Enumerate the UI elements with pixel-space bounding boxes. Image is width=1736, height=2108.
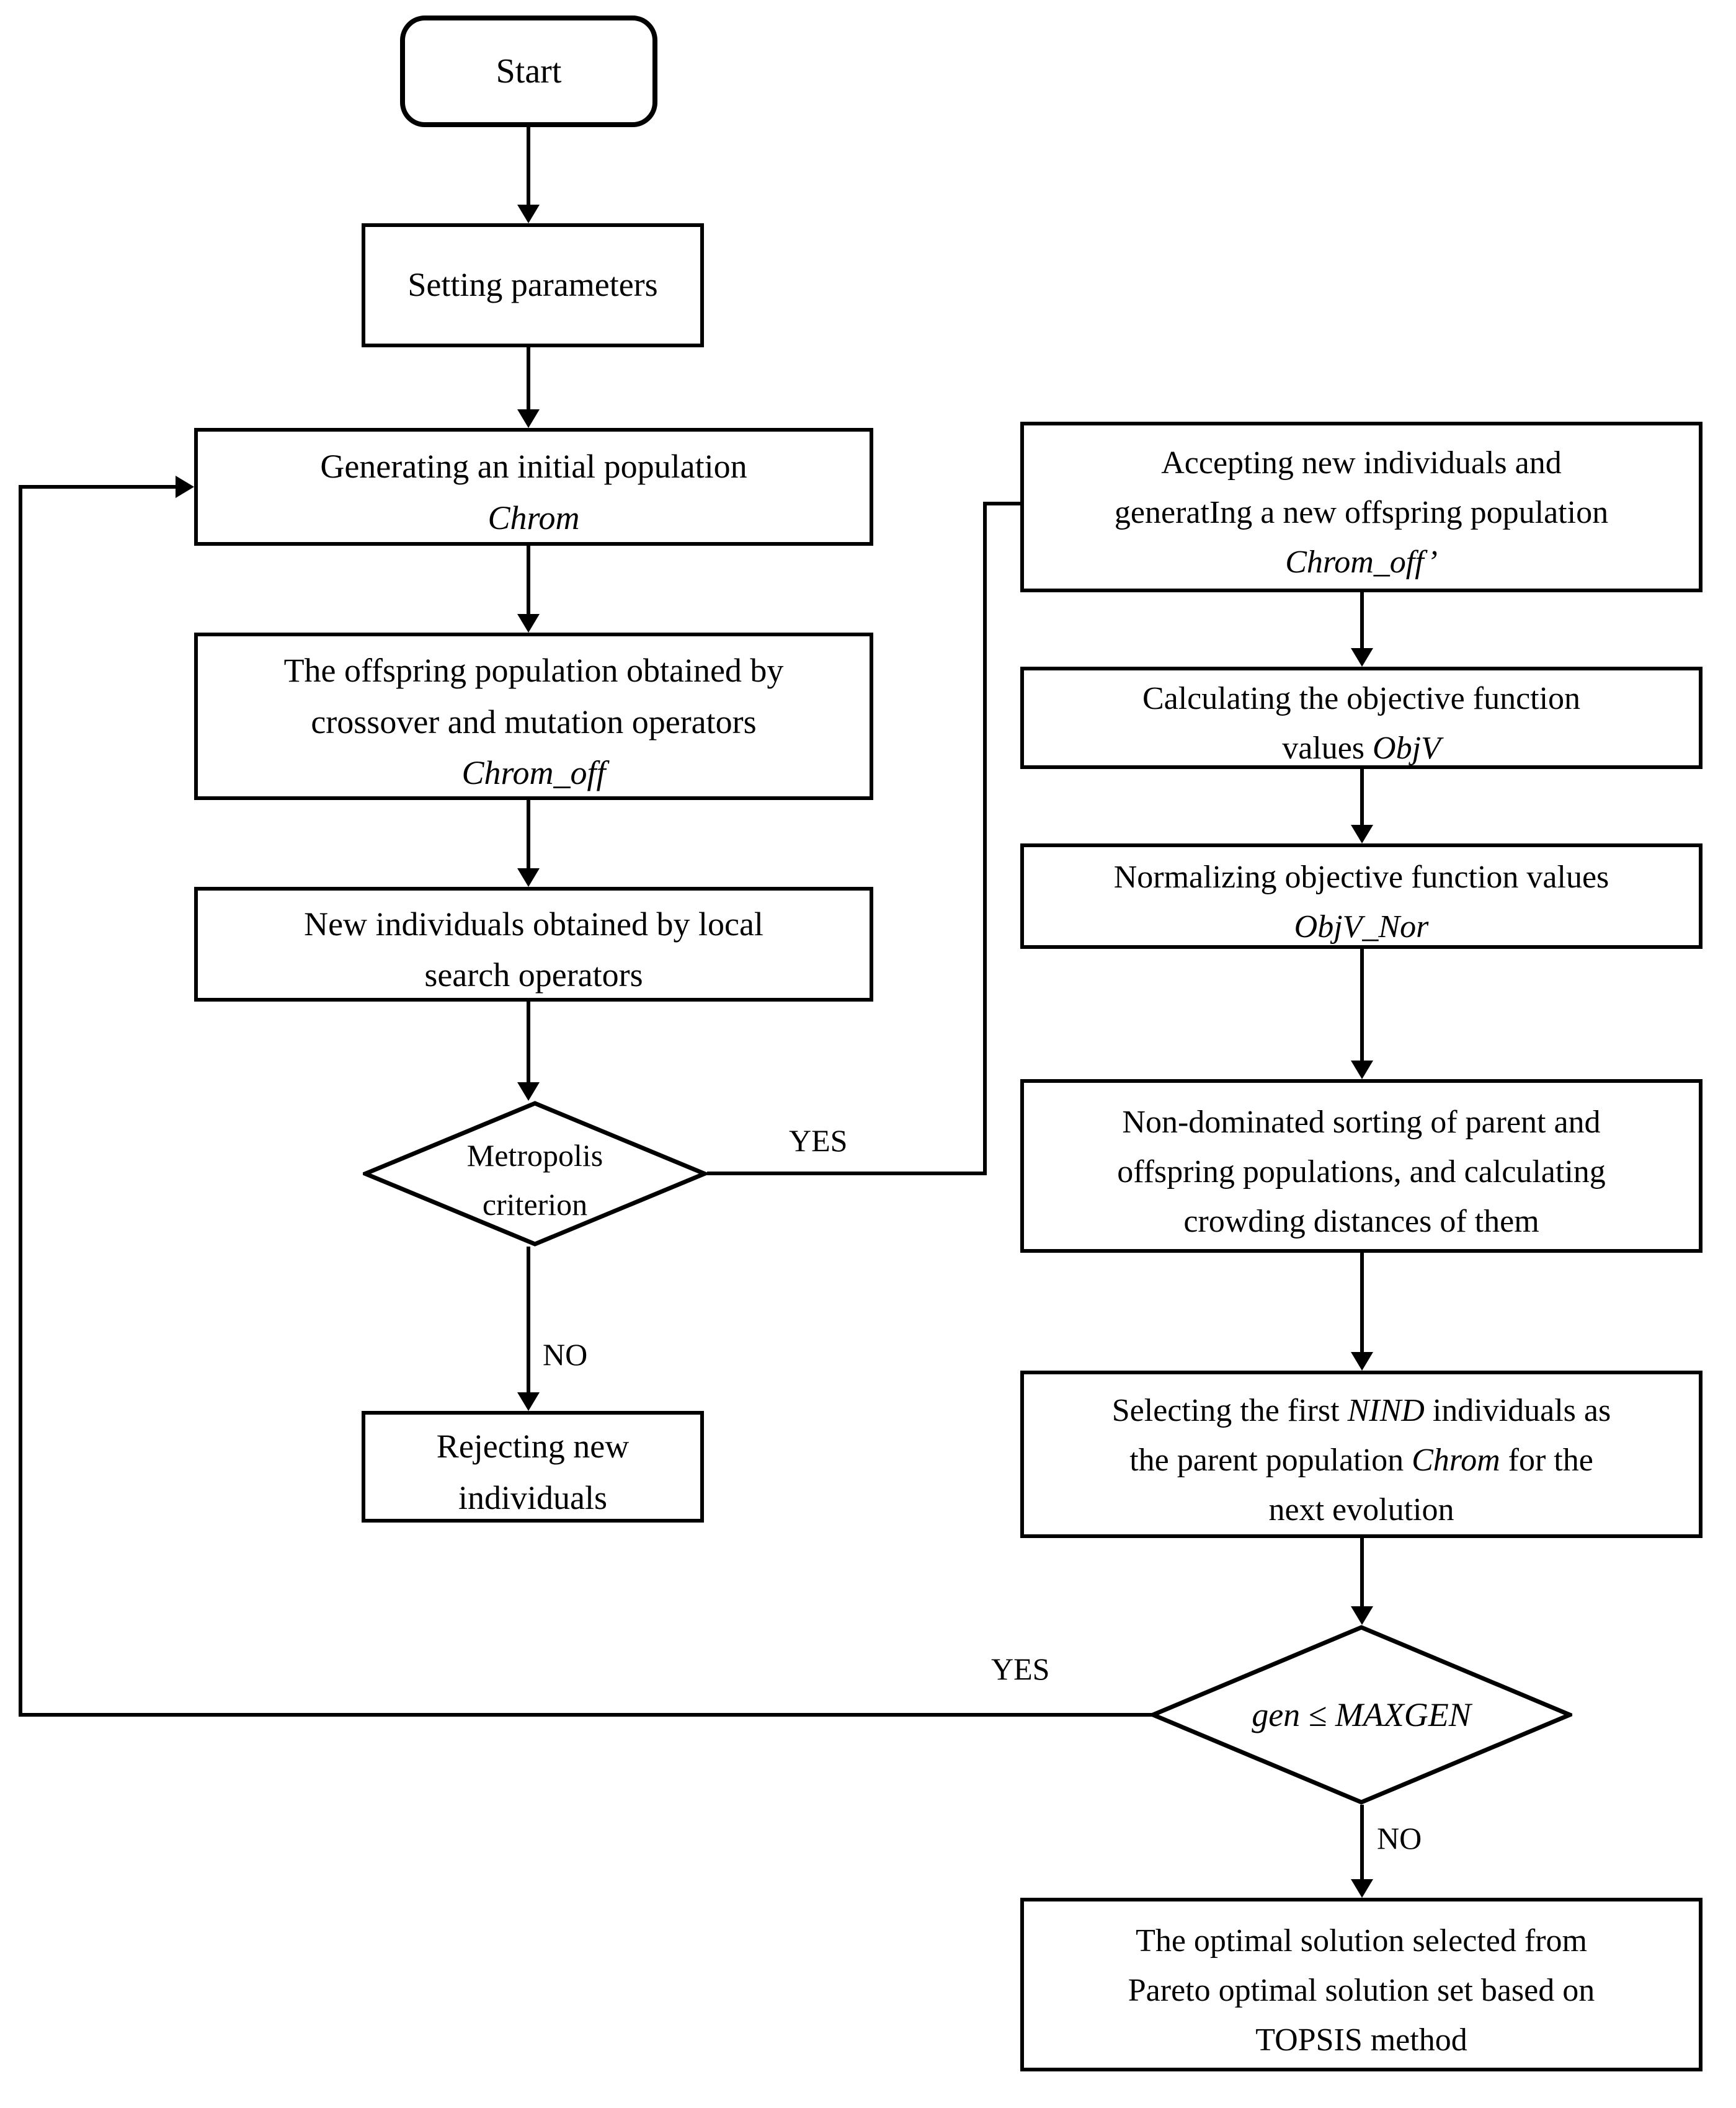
diamond-shape-gencheck <box>1151 1625 1572 1805</box>
node-non-dominated-sorting[interactable]: Non-dominated sorting of parent and offs… <box>1020 1079 1703 1253</box>
node-select-nind-seg7: next evolution <box>1268 1492 1454 1528</box>
node-sorting-line1: Non-dominated sorting of parent and <box>1122 1104 1601 1140</box>
diamond-shape-metropolis <box>363 1101 707 1247</box>
node-optimal-line3: TOPSIS method <box>1255 2022 1467 2058</box>
node-gen-check-label: gen ≤ MAXGEN <box>1252 1696 1471 1733</box>
connector-gencheck-yes-h2 <box>19 485 177 489</box>
node-reject-individuals[interactable]: Rejecting new individuals <box>362 1411 704 1523</box>
node-reject-individuals-line2: individuals <box>458 1479 607 1516</box>
connector-metropolis-no <box>527 1247 530 1394</box>
edge-label-gencheck-no: NO <box>1377 1821 1422 1856</box>
arrowhead-start-to-setting <box>517 205 540 223</box>
node-normalize-line1: Normalizing objective function values <box>1113 859 1609 895</box>
edge-label-metropolis-no: NO <box>543 1337 588 1372</box>
node-accept-new-individuals[interactable]: Accepting new individuals and generatIng… <box>1020 422 1703 592</box>
connector-calc-to-normalize <box>1360 769 1364 827</box>
arrowhead-normalize-to-sort <box>1351 1061 1373 1079</box>
node-local-search[interactable]: New individuals obtained by local search… <box>194 887 873 1002</box>
node-reject-individuals-line1: Rejecting new <box>436 1428 630 1465</box>
node-optimal-solution[interactable]: The optimal solution selected from Paret… <box>1020 1898 1703 2071</box>
arrowhead-calc-to-normalize <box>1351 825 1373 843</box>
node-select-nind-seg3: individuals as <box>1424 1392 1611 1428</box>
node-sorting-line2: offspring populations, and calculating <box>1117 1154 1606 1190</box>
node-select-nind-seg5: Chrom <box>1412 1442 1500 1478</box>
connector-start-to-setting <box>527 127 530 207</box>
connector-localsearch-to-metropolis <box>527 1002 530 1083</box>
node-select-nind[interactable]: Selecting the first NIND individuals as … <box>1020 1371 1703 1538</box>
node-generate-population-line2: Chrom <box>487 499 580 536</box>
node-setting-parameters[interactable]: Setting parameters <box>362 223 704 347</box>
connector-accept-to-calc <box>1360 592 1364 650</box>
connector-gencheck-yes-v <box>19 487 22 1715</box>
node-accept-line2: generatIng a new offspring population <box>1114 495 1609 531</box>
connector-metropolis-yes-h1 <box>707 1172 987 1175</box>
node-offspring-population-line1: The offspring population obtained by <box>283 651 784 689</box>
arrowhead-offspring-to-localsearch <box>517 868 540 887</box>
node-offspring-population-line3: Chrom_off <box>461 754 606 792</box>
node-accept-line3: Chrom_off’ <box>1285 545 1438 580</box>
connector-setting-to-generate <box>527 347 530 411</box>
node-metropolis-line2: criterion <box>482 1186 588 1222</box>
node-start-label: Start <box>496 51 562 91</box>
connector-gencheck-no <box>1360 1805 1364 1881</box>
node-offspring-population-line2: crossover and mutation operators <box>311 703 757 740</box>
connector-normalize-to-sort <box>1360 949 1364 1062</box>
node-local-search-line1: New individuals obtained by local <box>304 905 763 943</box>
node-metropolis-line1: Metropolis <box>466 1137 603 1173</box>
node-setting-parameters-label: Setting parameters <box>407 266 658 304</box>
arrowhead-localsearch-to-metropolis <box>517 1082 540 1101</box>
arrowhead-gencheck-yes <box>176 476 194 498</box>
connector-generate-to-offspring <box>527 546 530 616</box>
connector-offspring-to-localsearch <box>527 800 530 870</box>
node-select-nind-seg2: NIND <box>1347 1392 1425 1428</box>
edge-label-gencheck-yes: YES <box>991 1652 1050 1686</box>
node-select-nind-seg4: the parent population <box>1129 1442 1412 1478</box>
arrowhead-select-to-gencheck <box>1351 1606 1373 1625</box>
node-calculate-objective-line1: Calculating the objective function <box>1142 681 1581 717</box>
connector-sort-to-select <box>1360 1253 1364 1354</box>
node-optimal-line2: Pareto optimal solution set based on <box>1128 1972 1595 2008</box>
connector-metropolis-yes-h2 <box>983 502 1039 505</box>
node-calculate-objective-line2-italic: ObjV <box>1373 731 1441 767</box>
node-optimal-line1: The optimal solution selected from <box>1136 1923 1587 1959</box>
node-calculate-objective-line2-plain: values <box>1282 731 1373 767</box>
node-start[interactable]: Start <box>400 16 657 127</box>
node-sorting-line3: crowding distances of them <box>1183 1203 1539 1239</box>
connector-gencheck-yes-h1 <box>19 1713 1152 1717</box>
connector-metropolis-yes-v <box>983 504 987 1173</box>
node-local-search-line2: search operators <box>424 956 643 994</box>
arrowhead-metropolis-no <box>517 1392 540 1411</box>
node-generate-population[interactable]: Generating an initial population Chrom <box>194 428 873 546</box>
node-metropolis-criterion[interactable]: Metropolis criterion <box>363 1101 707 1247</box>
arrowhead-setting-to-generate <box>517 409 540 428</box>
arrowhead-sort-to-select <box>1351 1352 1373 1371</box>
node-calculate-objective[interactable]: Calculating the objective function value… <box>1020 667 1703 769</box>
node-select-nind-seg6: for the <box>1500 1442 1593 1478</box>
arrowhead-gencheck-no <box>1351 1879 1373 1898</box>
arrowhead-accept-to-calc <box>1351 648 1373 667</box>
node-normalize-objective[interactable]: Normalizing objective function values Ob… <box>1020 843 1703 949</box>
node-gen-check[interactable]: gen ≤ MAXGEN <box>1151 1625 1572 1805</box>
edge-label-metropolis-yes: YES <box>789 1123 848 1158</box>
node-offspring-population[interactable]: The offspring population obtained by cro… <box>194 633 873 800</box>
node-accept-line1: Accepting new individuals and <box>1161 445 1562 481</box>
arrowhead-generate-to-offspring <box>517 614 540 633</box>
node-normalize-line2: ObjV_Nor <box>1294 909 1429 945</box>
node-generate-population-line1: Generating an initial population <box>320 448 747 486</box>
node-select-nind-seg1: Selecting the first <box>1111 1392 1348 1428</box>
connector-select-to-gencheck <box>1360 1538 1364 1608</box>
